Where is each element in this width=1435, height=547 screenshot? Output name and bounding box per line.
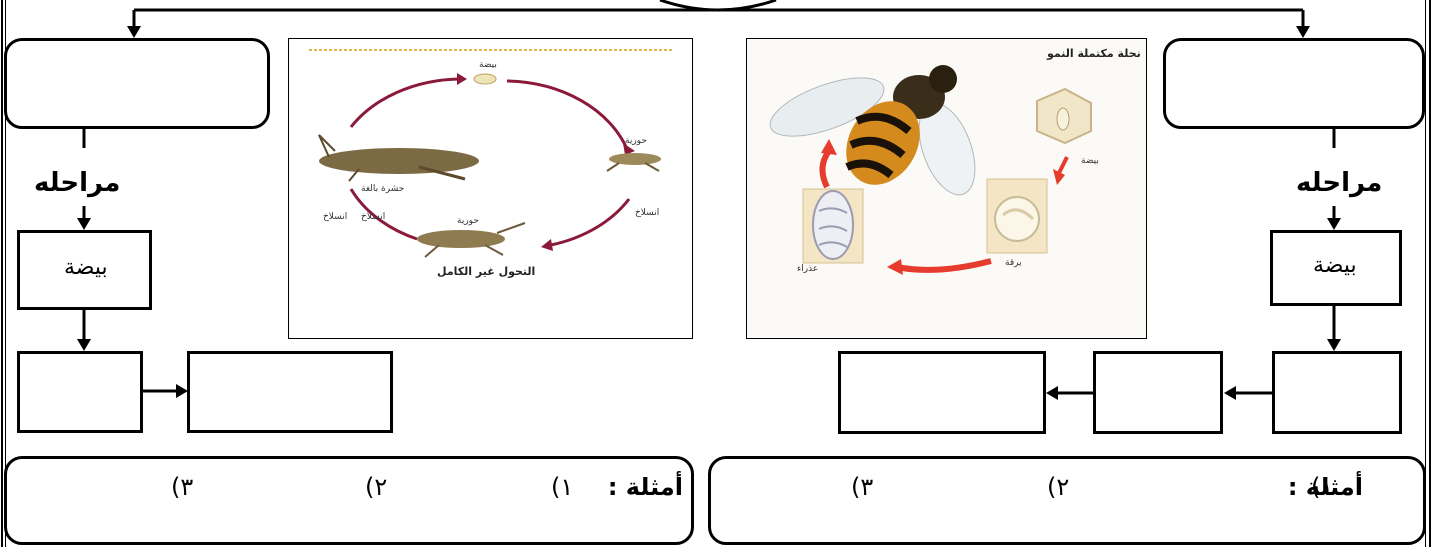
bee-diagram: نحلة مكتملة النمو بيضة يرقة bbox=[747, 39, 1147, 339]
bee-label-pupa: عذراء bbox=[797, 264, 818, 274]
right-stages-label: مراحله bbox=[1296, 168, 1382, 198]
left-stages-label: مراحله bbox=[34, 168, 120, 198]
left-examples-box: أمثلة : ١) ٢) ٣) bbox=[4, 456, 694, 545]
left-examples-title: أمثلة : bbox=[608, 473, 683, 501]
right-examples-box: أمثلة : ١) ٢) ٣) bbox=[708, 456, 1426, 545]
grasshopper-label-egg: بيضة bbox=[479, 60, 497, 70]
left-title-box bbox=[4, 38, 270, 129]
left-example-1: ١) bbox=[551, 473, 573, 501]
right-egg-box: بيضة bbox=[1270, 230, 1402, 306]
right-stage-box-3 bbox=[838, 351, 1046, 434]
bee-label-egg: بيضة bbox=[1081, 156, 1099, 166]
left-egg-label: بيضة bbox=[64, 255, 108, 280]
grasshopper-adult-icon bbox=[319, 135, 479, 181]
left-egg-box: بيضة bbox=[17, 230, 152, 310]
right-example-3: ٣) bbox=[851, 473, 873, 501]
right-title-box bbox=[1163, 38, 1425, 129]
bee-title: نحلة مكتملة النمو bbox=[1046, 47, 1141, 60]
grasshopper-label-adult: حشرة بالغة bbox=[361, 184, 404, 194]
right-egg-label: بيضة bbox=[1313, 253, 1357, 278]
left-stage-box-1 bbox=[17, 351, 143, 433]
left-example-3: ٣) bbox=[171, 473, 193, 501]
right-stage-box-1 bbox=[1272, 351, 1402, 434]
grasshopper-label-molt3: انسلاخ bbox=[361, 212, 385, 222]
grasshopper-label-nymph1: حورية bbox=[625, 136, 647, 146]
left-example-2: ٢) bbox=[365, 473, 387, 501]
bee-label-larva: يرقة bbox=[1005, 258, 1022, 268]
left-stage-box-2 bbox=[187, 351, 393, 433]
grasshopper-label-nymph2: حورية bbox=[457, 216, 479, 226]
bee-larva-icon bbox=[987, 179, 1047, 253]
grasshopper-caption: التحول غير الكامل bbox=[437, 265, 535, 278]
bee-pupa-icon bbox=[803, 189, 863, 263]
grasshopper-nymph1-icon bbox=[607, 153, 661, 171]
grasshopper-label-molt2: انسلاخ bbox=[323, 212, 347, 222]
grasshopper-lifecycle-image: بيضة حورية انسلاخ حورية حشرة بالغة انسلا… bbox=[288, 38, 693, 339]
bee-lifecycle-image: نحلة مكتملة النمو بيضة يرقة bbox=[746, 38, 1147, 339]
right-example-2: ٢) bbox=[1047, 473, 1069, 501]
grasshopper-nymph2-icon bbox=[417, 223, 525, 257]
left-examples-label: أمثلة : bbox=[608, 473, 683, 501]
grasshopper-label-molt1: انسلاخ bbox=[635, 208, 659, 218]
right-stage-box-2 bbox=[1093, 351, 1223, 434]
grasshopper-diagram: بيضة حورية انسلاخ حورية حشرة بالغة انسلا… bbox=[289, 39, 693, 339]
right-example-1: ١) bbox=[1311, 473, 1333, 501]
